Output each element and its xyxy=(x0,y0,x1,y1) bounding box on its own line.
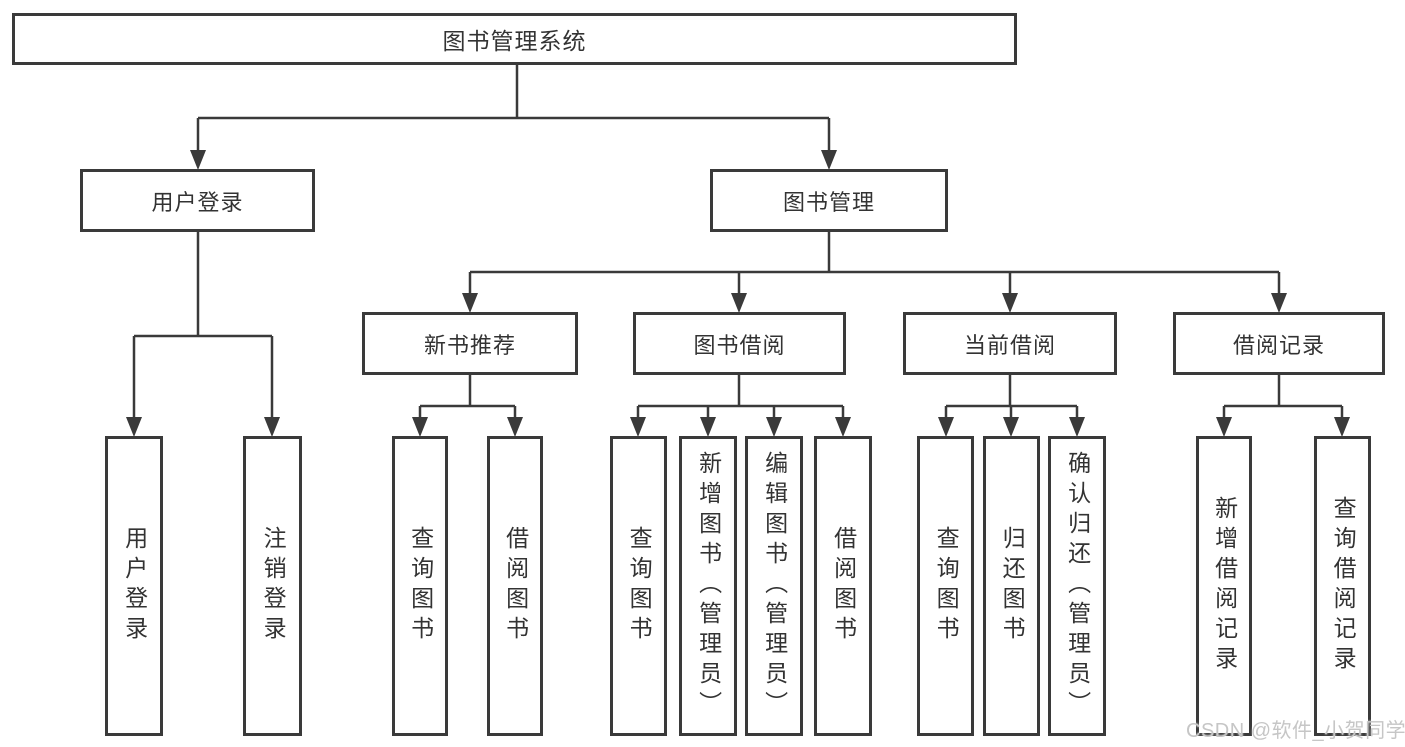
leaf-label: 查询图书 xyxy=(626,526,653,646)
leaf-confirm-return-admin: 确认归还（管理员） xyxy=(1048,436,1106,736)
leaf-label: 新增图书（管理员） xyxy=(695,451,722,721)
arrow-down-icon xyxy=(1002,293,1018,313)
arrow-down-icon xyxy=(412,417,428,437)
leaf-edit-book-admin: 编辑图书（管理员） xyxy=(745,436,803,736)
arrow-down-icon xyxy=(1216,417,1232,437)
leaf-label: 借阅图书 xyxy=(830,526,857,646)
leaf-label: 查询图书 xyxy=(407,526,434,646)
arrow-down-icon xyxy=(821,150,837,170)
connector-user-login xyxy=(132,232,274,420)
node-label: 用户登录 xyxy=(151,189,244,215)
arrow-down-icon xyxy=(938,417,954,437)
leaf-logout: 注销登录 xyxy=(243,436,302,736)
connector-new-book xyxy=(418,375,517,420)
connector-current-borrow xyxy=(944,375,1079,420)
node-user-login: 用户登录 xyxy=(80,169,315,232)
arrow-down-icon xyxy=(126,417,142,437)
node-label: 图书管理 xyxy=(782,189,875,215)
leaf-add-borrow-record: 新增借阅记录 xyxy=(1196,436,1252,736)
arrow-down-icon xyxy=(731,293,747,313)
csdn-watermark: CSDN @软件_小贺同学 xyxy=(1186,720,1405,742)
leaf-label: 编辑图书（管理员） xyxy=(761,451,788,721)
leaf-label: 注销登录 xyxy=(260,526,287,646)
arrow-down-icon xyxy=(1069,417,1085,437)
leaf-label: 用户登录 xyxy=(121,526,148,646)
arrow-down-icon xyxy=(766,417,782,437)
leaf-query-book-current: 查询图书 xyxy=(917,436,974,736)
leaf-label: 新增借阅记录 xyxy=(1211,496,1238,676)
node-book-management: 图书管理 xyxy=(710,169,948,232)
arrowheads xyxy=(126,150,1350,437)
leaf-borrow-book: 借阅图书 xyxy=(814,436,872,736)
leaf-user-login: 用户登录 xyxy=(105,436,163,736)
leaf-add-book-admin: 新增图书（管理员） xyxy=(679,436,737,736)
node-new-book-recommend: 新书推荐 xyxy=(362,312,578,375)
arrow-down-icon xyxy=(264,417,280,437)
leaf-label: 归还图书 xyxy=(999,526,1026,646)
connector-book-management xyxy=(468,232,1281,294)
leaf-label: 查询图书 xyxy=(933,526,960,646)
leaf-label: 确认归还（管理员） xyxy=(1064,451,1091,721)
arrow-down-icon xyxy=(462,293,478,313)
leaf-borrow-book-recommend: 借阅图书 xyxy=(487,436,543,736)
node-library-system: 图书管理系统 xyxy=(12,13,1017,65)
arrow-down-icon xyxy=(1334,417,1350,437)
leaf-label: 借阅图书 xyxy=(502,526,529,646)
leaf-query-book-borrow: 查询图书 xyxy=(610,436,667,736)
arrow-down-icon xyxy=(835,417,851,437)
arrow-down-icon xyxy=(1271,293,1287,313)
connector-book-borrow xyxy=(636,375,845,420)
node-label: 借阅记录 xyxy=(1232,332,1325,358)
leaf-return-book: 归还图书 xyxy=(983,436,1040,736)
leaf-query-borrow-record: 查询借阅记录 xyxy=(1314,436,1371,736)
node-label: 图书借阅 xyxy=(693,332,786,358)
leaf-label: 查询借阅记录 xyxy=(1330,496,1357,676)
arrow-down-icon xyxy=(507,417,523,437)
leaf-query-book-recommend: 查询图书 xyxy=(392,436,448,736)
arrow-down-icon xyxy=(700,417,716,437)
connector-root xyxy=(196,65,831,153)
arrow-down-icon xyxy=(190,150,206,170)
node-book-borrow: 图书借阅 xyxy=(633,312,846,375)
arrow-down-icon xyxy=(1003,417,1019,437)
connector-borrow-records xyxy=(1222,375,1344,420)
arrow-down-icon xyxy=(630,417,646,437)
node-label: 图书管理系统 xyxy=(442,28,587,54)
node-borrow-records: 借阅记录 xyxy=(1173,312,1385,375)
node-label: 新书推荐 xyxy=(423,332,516,358)
node-label: 当前借阅 xyxy=(963,332,1056,358)
node-current-borrow: 当前借阅 xyxy=(903,312,1117,375)
